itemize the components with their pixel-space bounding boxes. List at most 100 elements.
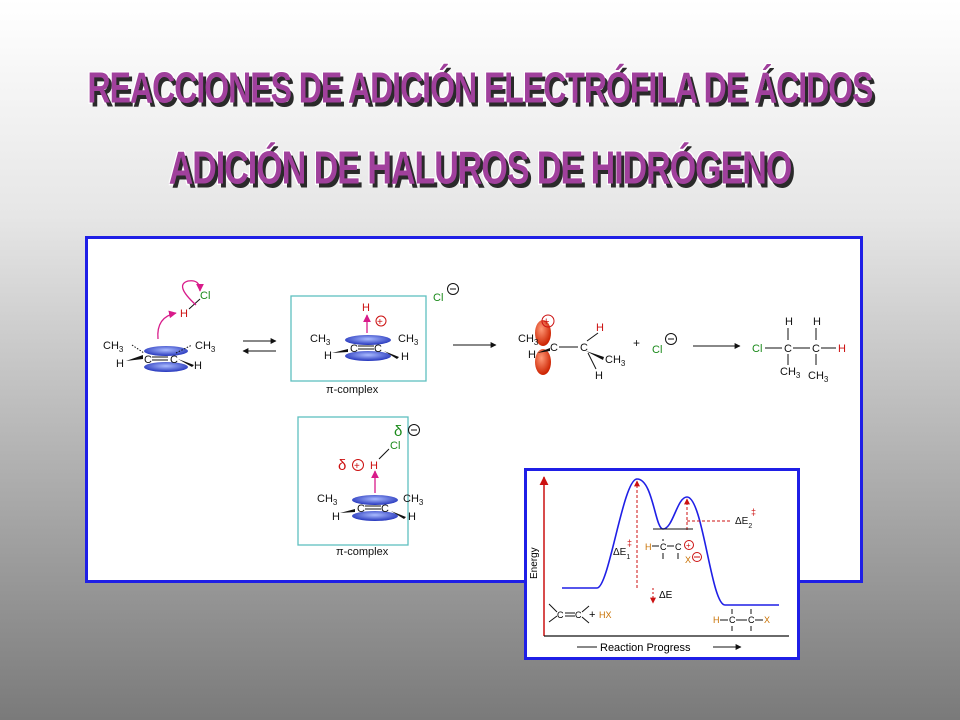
svg-text:+: +	[354, 461, 360, 472]
methyl-label: CH	[518, 333, 534, 345]
carbon-label: C	[550, 342, 558, 354]
pi-complex-1: C C CH3 CH3 H H H + π-complex Cl	[290, 283, 459, 396]
svg-text:CH3: CH3	[518, 333, 539, 347]
carbocation: + C C CH3 H H CH3 H + Cl	[518, 314, 677, 382]
hydrogen-label: H	[528, 349, 536, 361]
pi-complex-box	[297, 416, 409, 546]
svg-text:X: X	[685, 555, 691, 565]
svg-text:CH3: CH3	[317, 493, 338, 507]
svg-text:CH3: CH3	[103, 340, 124, 354]
carbon-label: C	[812, 343, 820, 355]
svg-text:+: +	[686, 541, 691, 550]
empty-p-orbital-bottom	[535, 349, 551, 375]
svg-text:CH3: CH3	[310, 333, 331, 347]
methyl-label: CH	[780, 366, 796, 378]
positive-charge-icon	[684, 540, 694, 550]
hydrogen-label: H	[813, 316, 821, 328]
mechanism-diagram: C C CH3 CH3 H H H Cl C C CH3 CH3 H H	[103, 280, 846, 558]
pi-orbital-top	[144, 346, 188, 356]
negative-charge-icon	[692, 552, 702, 562]
x-axis-label: Reaction Progress	[600, 642, 691, 654]
svg-text:H: H	[645, 542, 652, 552]
methyl-label: CH	[398, 333, 414, 345]
chlorine-label: Cl	[652, 344, 662, 356]
carbon-label: C	[170, 354, 178, 366]
hx-label: HX	[599, 610, 612, 620]
subtitle: ADICIÓN DE HALUROS DE HIDRÓGENO	[168, 143, 793, 195]
pi-complex-2: C C CH3 CH3 H H H Cl δ + δ π-complex	[297, 416, 424, 558]
carbon-label: C	[357, 503, 365, 515]
pi-complex-label: π-complex	[326, 384, 379, 396]
svg-text:CH3: CH3	[780, 366, 801, 380]
hydrogen-label: H	[596, 322, 604, 334]
svg-text:+: +	[633, 336, 640, 350]
svg-text:CH3: CH3	[398, 333, 419, 347]
svg-text:ΔE2: ΔE2	[735, 516, 752, 530]
chlorine-label: Cl	[200, 290, 210, 302]
energy-diagram-panel: Energy Reaction Progress ΔE1 ‡ ΔE2 ‡ ΔE …	[524, 468, 800, 660]
svg-text:C: C	[660, 542, 667, 552]
hydrogen-label: H	[332, 511, 340, 523]
energy-curve	[562, 478, 779, 606]
reactant-alkene: C C CH3 CH3 H H H Cl	[103, 280, 216, 372]
delta-label: δ	[394, 423, 402, 440]
hydrogen-label: H	[595, 370, 603, 382]
y-axis-label: Energy	[529, 547, 540, 579]
methyl-label: CH	[605, 354, 621, 366]
energy-diagram: Energy Reaction Progress ΔE1 ‡ ΔE2 ‡ ΔE …	[529, 476, 789, 654]
pi-complex-box	[290, 295, 427, 382]
methyl-label: CH	[317, 493, 333, 505]
svg-text:C: C	[675, 542, 682, 552]
product-alkyl-halide: Cl C C H H H CH3 CH3	[752, 316, 846, 384]
chlorine-label: Cl	[433, 292, 443, 304]
positive-charge-icon	[375, 315, 387, 327]
chlorine-label: Cl	[390, 440, 400, 452]
methyl-label: CH	[403, 493, 419, 505]
hydrogen-label: H	[401, 351, 409, 363]
svg-text:C: C	[557, 610, 564, 620]
main-title: REACCIONES DE ADICIÓN ELECTRÓFILA DE ÁCI…	[87, 63, 874, 113]
svg-text:C: C	[748, 615, 755, 625]
carbon-label: C	[381, 503, 389, 515]
partial-positive-icon	[352, 459, 364, 471]
svg-text:H: H	[713, 615, 720, 625]
delta-e1-label: ΔE	[613, 547, 627, 558]
svg-text:C: C	[575, 610, 582, 620]
hydrogen-label: H	[194, 360, 202, 372]
delta-label: δ	[338, 457, 346, 474]
negative-charge-icon	[447, 283, 459, 295]
hydrogen-label: H	[838, 343, 846, 355]
hydrogen-label: H	[408, 511, 416, 523]
methyl-label: CH	[103, 340, 119, 352]
negative-charge-icon	[665, 333, 677, 345]
carbon-label: C	[580, 342, 588, 354]
svg-text:CH3: CH3	[195, 340, 216, 354]
hydrogen-label: H	[362, 302, 370, 314]
pi-complex-label: π-complex	[336, 546, 389, 558]
hydrogen-label: H	[180, 308, 188, 320]
hydrogen-label: H	[785, 316, 793, 328]
equilibrium-arrow	[242, 338, 277, 354]
svg-text:CH3: CH3	[808, 370, 829, 384]
chlorine-label: Cl	[752, 343, 762, 355]
svg-text:‡: ‡	[627, 538, 632, 548]
carbon-label: C	[350, 343, 358, 355]
partial-negative-icon	[408, 424, 420, 436]
svg-text:‡: ‡	[751, 507, 756, 517]
svg-text:+: +	[589, 609, 595, 621]
positive-charge-icon	[541, 314, 555, 328]
svg-text:ΔE1: ΔE1	[613, 547, 630, 561]
curved-arrow	[157, 310, 177, 340]
svg-text:+: +	[543, 316, 549, 328]
pi-orbital-bottom	[144, 362, 188, 372]
svg-text:+: +	[377, 317, 383, 328]
svg-text:CH3: CH3	[605, 354, 626, 368]
hydrogen-label: H	[116, 358, 124, 370]
svg-text:X: X	[764, 615, 770, 625]
svg-text:CH3: CH3	[403, 493, 424, 507]
delta-e-label: ΔE	[659, 590, 673, 601]
carbon-label: C	[144, 354, 152, 366]
carbon-label: C	[374, 343, 382, 355]
methyl-label: CH	[310, 333, 326, 345]
delta-e2-label: ΔE	[735, 516, 749, 527]
